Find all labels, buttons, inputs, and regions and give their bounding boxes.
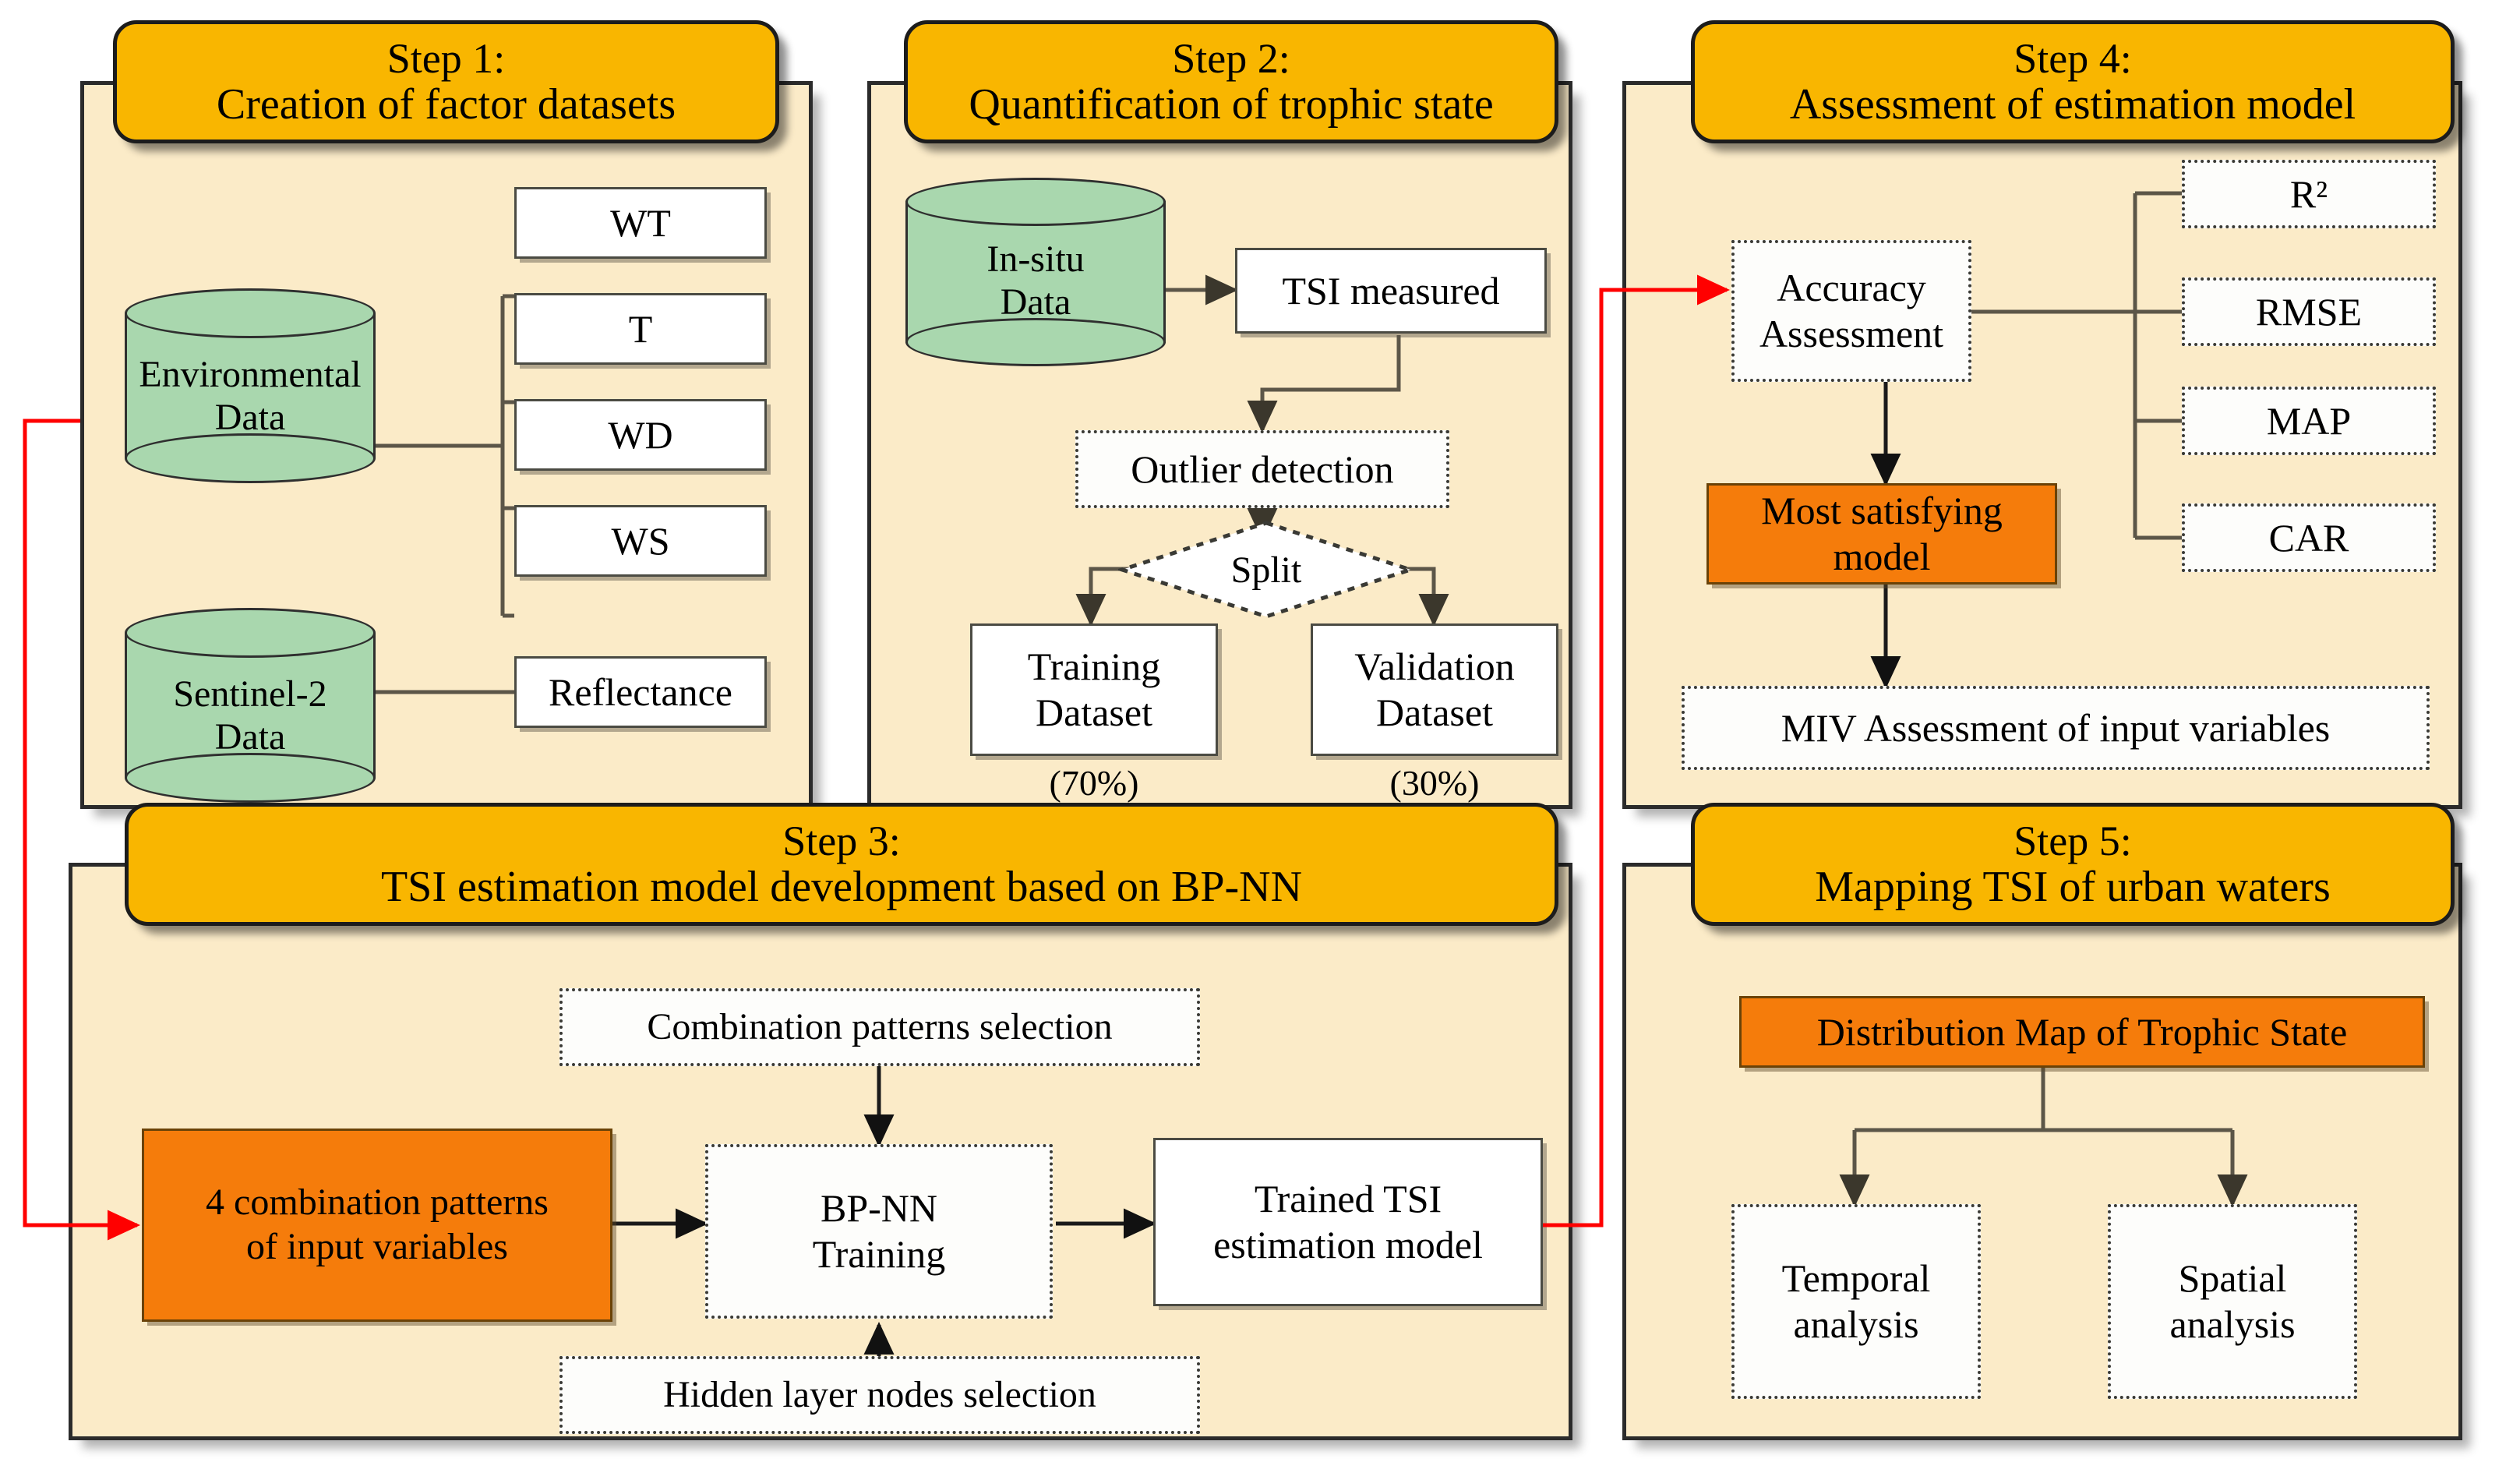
split-label: Split <box>1230 549 1302 591</box>
factor-box-t: T <box>514 293 767 365</box>
spatial-analysis-box: Spatial analysis <box>2108 1204 2357 1399</box>
trained-model-line1: Trained TSI <box>1254 1177 1442 1220</box>
input-patterns-line2: of input variables <box>246 1226 508 1267</box>
step5-header-line2: Mapping TSI of urban waters <box>1815 862 2331 911</box>
database-sentinel2-data: Sentinel-2 Data <box>125 608 376 803</box>
temporal-analysis-box: Temporal analysis <box>1731 1204 1981 1399</box>
metric-box-car: CAR <box>2182 503 2436 572</box>
database-insitu-line1: In-situ <box>986 238 1085 280</box>
training-dataset-percent: (70%) <box>1049 763 1139 803</box>
step3-header-line1: Step 3: <box>782 817 901 864</box>
factor-box-reflectance: Reflectance <box>514 656 767 728</box>
step2-header: Step 2: Quantification of trophic state <box>904 20 1558 143</box>
step3-header: Step 3: TSI estimation model development… <box>125 803 1558 926</box>
miv-assessment-box: MIV Assessment of input variables <box>1682 686 2430 770</box>
database-insitu-data: In-situ Data <box>905 178 1166 366</box>
step4-header-line1: Step 4: <box>2014 34 2132 82</box>
validation-dataset-line1: Validation <box>1354 645 1515 688</box>
training-dataset-line1: Training <box>1027 645 1161 688</box>
validation-dataset-box: Validation Dataset <box>1311 623 1558 756</box>
combination-patterns-selection-box: Combination patterns selection <box>559 988 1200 1066</box>
database-environmental-line1: Environmental <box>139 353 362 395</box>
training-dataset-line2: Dataset <box>1036 691 1152 734</box>
spatial-analysis-line1: Spatial <box>2178 1256 2287 1300</box>
step4-header: Step 4: Assessment of estimation model <box>1691 20 2455 143</box>
database-environmental-data: Environmental Data <box>125 288 376 483</box>
step5-header-line1: Step 5: <box>2014 817 2132 864</box>
spatial-analysis-line2: analysis <box>2169 1302 2296 1346</box>
metric-box-map: MAP <box>2182 387 2436 455</box>
database-insitu-line2: Data <box>1000 281 1071 323</box>
trained-model-box: Trained TSI estimation model <box>1153 1138 1543 1306</box>
bpnn-training-box: BP-NN Training <box>705 1144 1053 1319</box>
trained-model-line2: estimation model <box>1213 1223 1483 1266</box>
temporal-analysis-line1: Temporal <box>1781 1256 1931 1300</box>
most-satisfying-model-line2: model <box>1833 535 1931 578</box>
hidden-layer-selection-box: Hidden layer nodes selection <box>559 1356 1200 1434</box>
metric-box-rmse: RMSE <box>2182 277 2436 346</box>
temporal-analysis-line2: analysis <box>1793 1302 1919 1346</box>
step5-header: Step 5: Mapping TSI of urban waters <box>1691 803 2455 926</box>
tsi-measured-box: TSI measured <box>1235 248 1547 334</box>
input-patterns-line1: 4 combination patterns <box>206 1182 549 1224</box>
step1-header-line1: Step 1: <box>386 34 506 82</box>
input-patterns-box: 4 combination patterns of input variable… <box>142 1129 612 1322</box>
step2-header-line1: Step 2: <box>1172 34 1290 82</box>
most-satisfying-model-line1: Most satisfying <box>1761 489 2003 532</box>
accuracy-assessment-box: Accuracy Assessment <box>1731 240 1971 382</box>
step4-header-line2: Assessment of estimation model <box>1789 79 2356 129</box>
database-sentinel2-line2: Data <box>214 716 286 758</box>
step2-header-line2: Quantification of trophic state <box>969 79 1494 129</box>
distribution-map-box: Distribution Map of Trophic State <box>1739 996 2425 1068</box>
metric-box-r2: R² <box>2182 160 2436 228</box>
factor-box-wt: WT <box>514 187 767 259</box>
bpnn-training-line1: BP-NN <box>820 1186 938 1230</box>
validation-dataset-percent: (30%) <box>1389 763 1480 803</box>
step1-header: Step 1: Creation of factor datasets <box>113 20 779 143</box>
most-satisfying-model-box: Most satisfying model <box>1706 483 2057 585</box>
step1-header-line2: Creation of factor datasets <box>216 79 676 129</box>
bpnn-training-line2: Training <box>812 1232 946 1276</box>
step3-header-line2: TSI estimation model development based o… <box>380 862 1303 911</box>
accuracy-assessment-line2: Assessment <box>1759 312 1944 355</box>
database-sentinel2-line1: Sentinel-2 <box>173 673 327 715</box>
training-dataset-box: Training Dataset <box>970 623 1218 756</box>
database-environmental-line2: Data <box>214 397 286 438</box>
outlier-detection-box: Outlier detection <box>1075 430 1449 508</box>
factor-box-wd: WD <box>514 399 767 471</box>
validation-dataset-line2: Dataset <box>1376 691 1493 734</box>
split-decision: Split <box>1115 519 1417 620</box>
factor-box-ws: WS <box>514 505 767 577</box>
accuracy-assessment-line1: Accuracy <box>1777 266 1926 309</box>
